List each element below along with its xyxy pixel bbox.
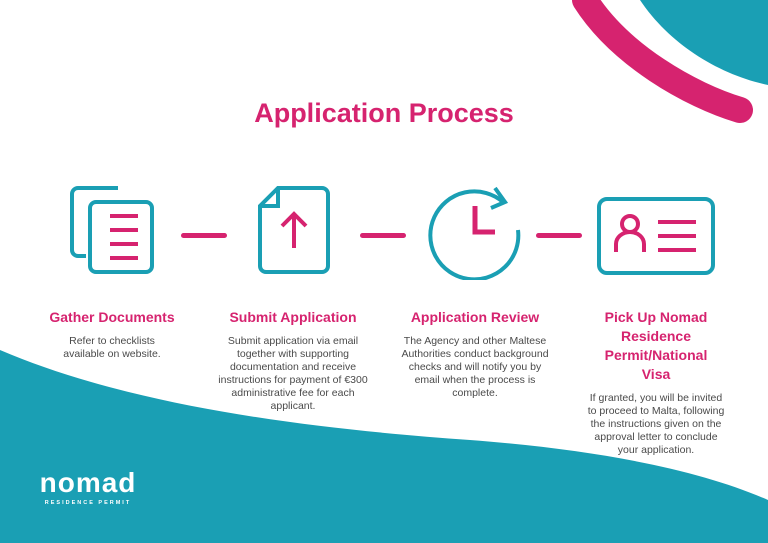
- step-description: Refer to checklists available on website…: [63, 335, 161, 360]
- step-title: Pick Up Nomad Residence Permit/National …: [604, 309, 708, 382]
- logo-wordmark: nomad: [39, 467, 137, 498]
- step-gather-documents: Gather Documents Refer to checklists ava…: [34, 308, 190, 361]
- connector-3: [536, 233, 582, 238]
- step-title: Gather Documents: [49, 309, 175, 325]
- step-description: The Agency and other Maltese Authorities…: [401, 335, 549, 399]
- step-title: Application Review: [410, 309, 540, 325]
- step-pick-up-permit: Pick Up Nomad Residence Permit/National …: [578, 308, 734, 457]
- step-title: Submit Application: [229, 309, 357, 325]
- step-application-review: Application Review The Agency and other …: [396, 308, 554, 400]
- step-description: If granted, you will be invited to proce…: [587, 392, 725, 456]
- top-pink-arc: [572, 0, 753, 123]
- logo-subtitle: RESIDENCE PERMIT: [44, 500, 132, 506]
- top-teal-arc: [640, 0, 768, 85]
- connector-2: [360, 233, 406, 238]
- step-description: Submit application via email together wi…: [218, 335, 368, 412]
- bottom-teal-wave: [0, 350, 768, 543]
- step-submit-application: Submit Application Submit application vi…: [212, 308, 374, 413]
- nomad-logo: nomad RESIDENCE PERMIT: [28, 467, 148, 507]
- id-card-icon: [597, 197, 715, 275]
- page-title: Application Process: [254, 98, 514, 128]
- connector-1: [181, 233, 227, 238]
- clock-refresh-icon: [428, 186, 521, 280]
- upload-document-icon: [258, 186, 330, 274]
- documents-icon: [70, 186, 154, 274]
